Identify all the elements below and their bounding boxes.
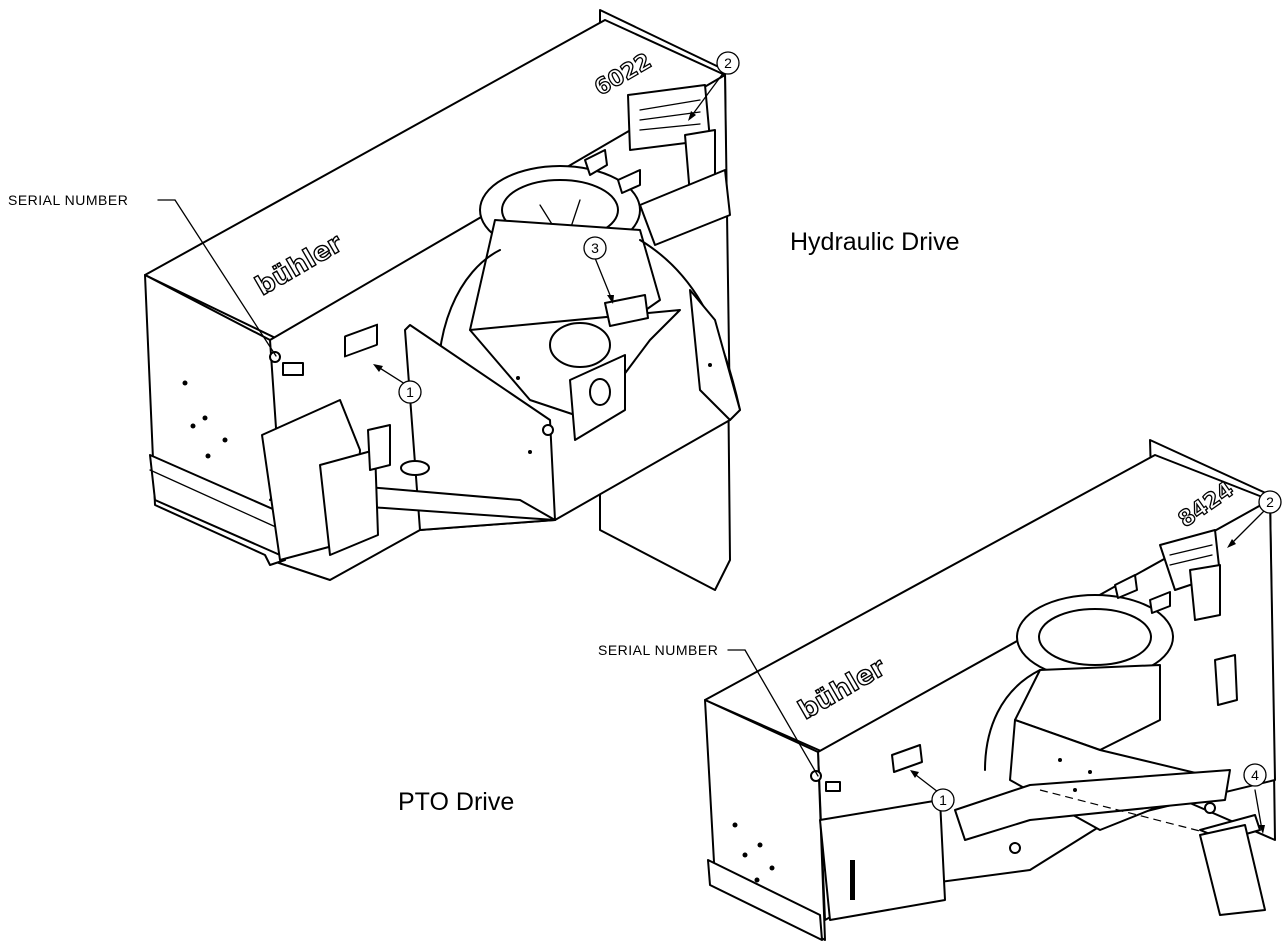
svg-text:2: 2: [724, 55, 732, 71]
svg-text:1: 1: [406, 384, 414, 400]
svg-text:4: 4: [1251, 767, 1259, 783]
hydraulic-drive-label: Hydraulic Drive: [790, 228, 959, 256]
callout-1-bottom: 1: [910, 770, 955, 812]
svg-text:SERIAL NUMBER: SERIAL NUMBER: [598, 642, 718, 658]
pto-drive-label: PTO Drive: [398, 788, 514, 816]
svg-text:2: 2: [1266, 494, 1274, 510]
svg-text:SERIAL NUMBER: SERIAL NUMBER: [8, 192, 128, 208]
serial-number-label-bottom: SERIAL NUMBER: [598, 642, 819, 777]
svg-text:3: 3: [591, 240, 599, 256]
callout-2-bottom: 2: [1227, 490, 1282, 548]
hydraulic-drive-blower-drawing: [144, 9, 741, 591]
pto-drive-blower-drawing: [704, 439, 1276, 941]
callout-2-top: 2: [688, 51, 740, 121]
svg-text:1: 1: [939, 792, 947, 808]
serial-number-label-top: SERIAL NUMBER: [8, 192, 277, 357]
callout-1-top: 1: [373, 364, 422, 404]
callout-3-top: 3: [583, 236, 614, 304]
callout-4-bottom: 4: [1243, 763, 1267, 834]
